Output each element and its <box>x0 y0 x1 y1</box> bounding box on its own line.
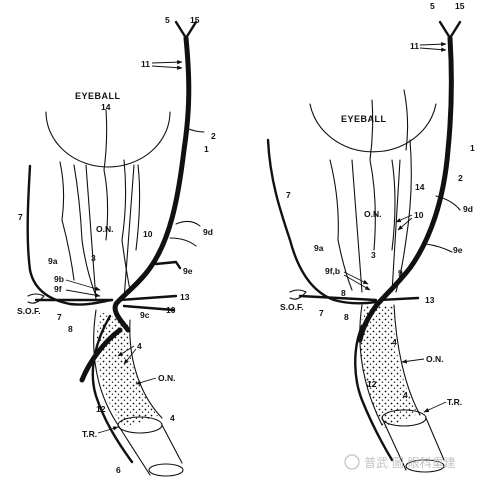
right-dotted-region <box>360 305 418 428</box>
left-label-on2: O.N. <box>158 373 175 383</box>
right-panel <box>266 20 462 473</box>
right-label-9d: 9d <box>463 204 473 214</box>
right-label-4b: 4 <box>403 390 408 400</box>
right-label-13: 13 <box>425 295 435 305</box>
left-label-12: 12 <box>96 404 106 414</box>
right-main-artery <box>373 35 454 309</box>
left-label-sof: S.O.F. <box>17 306 41 316</box>
left-main-artery <box>112 35 192 333</box>
right-label-tr: T.R. <box>447 397 462 407</box>
left-label-9b: 9b <box>54 274 64 284</box>
watermark-text: 普武 圖 眼科重建 <box>364 456 456 470</box>
left-label-7: 7 <box>18 212 23 222</box>
left-label-4b: 4 <box>170 413 175 423</box>
right-optic-nerve <box>351 159 401 293</box>
left-label-4: 4 <box>137 341 142 351</box>
left-eyeball <box>45 111 171 168</box>
left-label-13: 13 <box>180 292 190 302</box>
left-label-9e: 9e <box>183 266 193 276</box>
right-label-5: 5 <box>430 1 435 11</box>
left-label-2: 2 <box>211 131 216 141</box>
right-label-11: 11 <box>410 41 419 51</box>
left-label-9a: 9a <box>48 256 58 266</box>
right-eyeball-label: EYEBALL <box>341 114 387 124</box>
left-label-7b: 7 <box>57 312 62 322</box>
left-label-6: 6 <box>116 465 121 475</box>
right-eyeball <box>309 103 437 153</box>
right-label-on2: O.N. <box>426 354 443 364</box>
left-label-on: O.N. <box>96 224 113 234</box>
right-label-sof: S.O.F. <box>280 302 304 312</box>
right-label-9e: 9e <box>453 245 463 255</box>
right-label-7b: 7 <box>319 308 324 318</box>
left-label-8: 8 <box>68 324 73 334</box>
left-label-15: 15 <box>190 15 200 25</box>
left-label-1: 1 <box>204 144 209 154</box>
left-optic-nerve-lower <box>93 309 163 426</box>
right-label-9fb: 9f,b <box>325 266 340 276</box>
right-label-14: 14 <box>415 182 425 192</box>
left-label-3: 3 <box>91 253 96 263</box>
left-label-10a: 10 <box>143 229 153 239</box>
right-label-12: 12 <box>367 379 377 389</box>
left-optic-nerve <box>85 164 135 301</box>
left-label-5: 5 <box>165 15 170 25</box>
left-eyeball-label: EYEBALL <box>75 91 121 101</box>
left-label-tr: T.R. <box>82 429 97 439</box>
left-label-14: 14 <box>101 102 111 112</box>
left-label-11: 11 <box>141 59 150 69</box>
left-lacrimal-branch <box>26 164 114 306</box>
right-label-7: 7 <box>286 190 291 200</box>
left-dotted-region <box>96 312 158 428</box>
left-label-10b: 10 <box>166 305 176 315</box>
right-label-on: O.N. <box>364 209 381 219</box>
left-label-9f: 9f <box>54 284 62 294</box>
left-panel <box>26 20 205 477</box>
right-label-8b: 8 <box>344 312 349 322</box>
right-label-10: 10 <box>414 210 424 220</box>
right-label-8: 8 <box>341 288 346 298</box>
right-label-2: 2 <box>458 173 463 183</box>
right-label-15: 15 <box>455 1 465 11</box>
right-label-9a: 9a <box>314 243 324 253</box>
right-label-4: 4 <box>392 337 397 347</box>
watermark: 普武 圖 眼科重建 <box>344 454 456 470</box>
right-label-9c: 9c <box>398 268 408 278</box>
right-label-3: 3 <box>371 250 376 260</box>
left-label-9c: 9c <box>140 310 150 320</box>
right-lacrimal-branch <box>266 138 378 305</box>
right-label-1: 1 <box>470 143 475 153</box>
left-label-9d: 9d <box>203 227 213 237</box>
